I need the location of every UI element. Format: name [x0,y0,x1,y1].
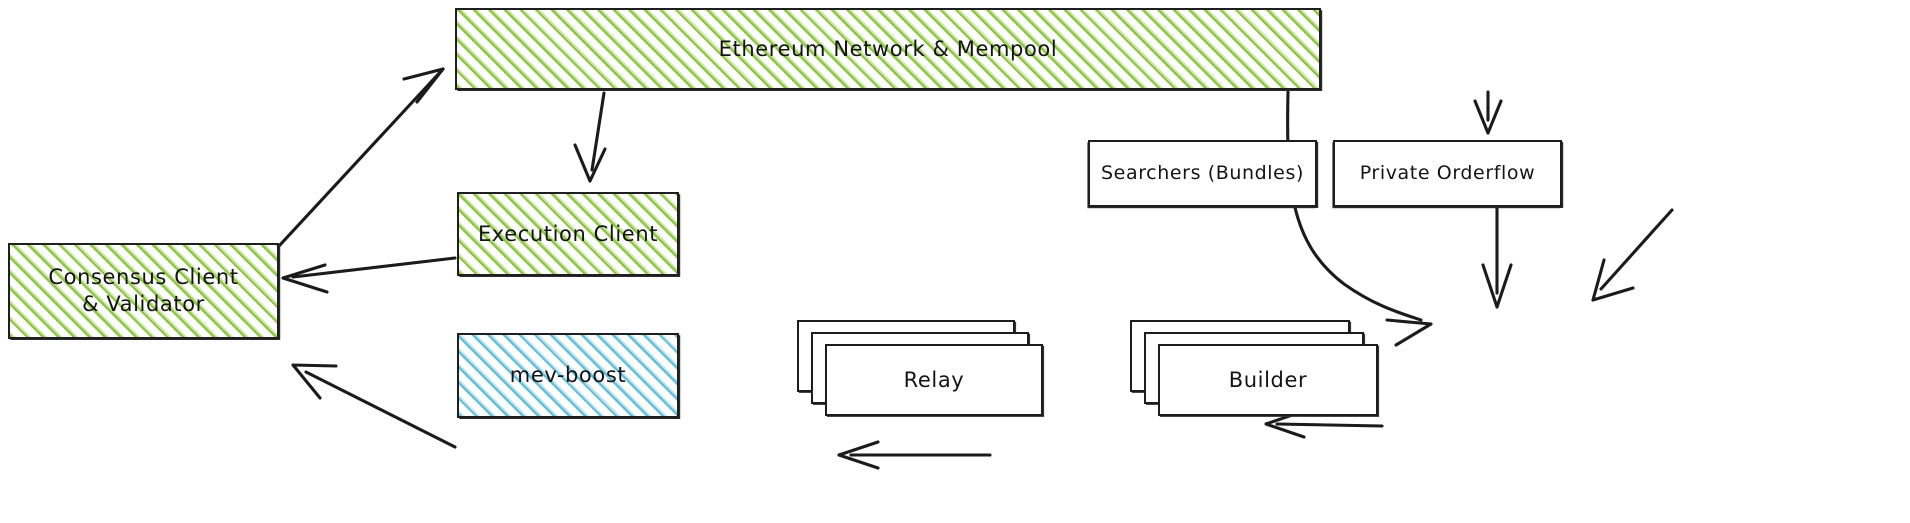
edge-network-to-execution [573,91,607,183]
edge-execution-to-consensus [281,256,457,294]
node-private-orderflow[interactable]: Private Orderflow [1333,140,1562,207]
edge-orderflow-to-builder [1591,208,1674,302]
node-execution-client[interactable]: Execution Client [457,192,679,276]
edge-consensus-to-network [252,67,445,275]
node-searchers[interactable]: Searchers (Bundles) [1088,140,1317,207]
node-label-relay: Relay [903,368,965,392]
edge-network-to-builder [1286,90,1433,347]
node-consensus-client[interactable]: Consensus Client & Validator [8,243,279,339]
node-label-execution-client: Execution Client [477,221,659,246]
node-mev-boost[interactable]: mev-boost [457,333,679,418]
node-label-consensus-client: Consensus Client & Validator [48,265,239,316]
relay-card-front[interactable]: Relay [825,344,1043,416]
node-builder-stack[interactable]: Builder [1130,320,1378,418]
edge-mevboost-to-consensus [291,363,457,449]
node-label-ethereum-network: Ethereum Network & Mempool [718,36,1058,61]
edge-searchers-to-builder [1481,206,1513,309]
node-label-mev-boost: mev-boost [509,363,627,388]
node-label-private-orderflow: Private Orderflow [1359,162,1536,185]
node-ethereum-network[interactable]: Ethereum Network & Mempool [455,8,1321,90]
node-relay-stack[interactable]: Relay [797,320,1043,416]
edge-relay-to-mevboost [837,440,992,470]
edge-network-to-searchers [1473,90,1503,135]
builder-card-front[interactable]: Builder [1158,344,1378,416]
node-label-searchers: Searchers (Bundles) [1101,162,1304,185]
node-label-builder: Builder [1228,368,1308,392]
